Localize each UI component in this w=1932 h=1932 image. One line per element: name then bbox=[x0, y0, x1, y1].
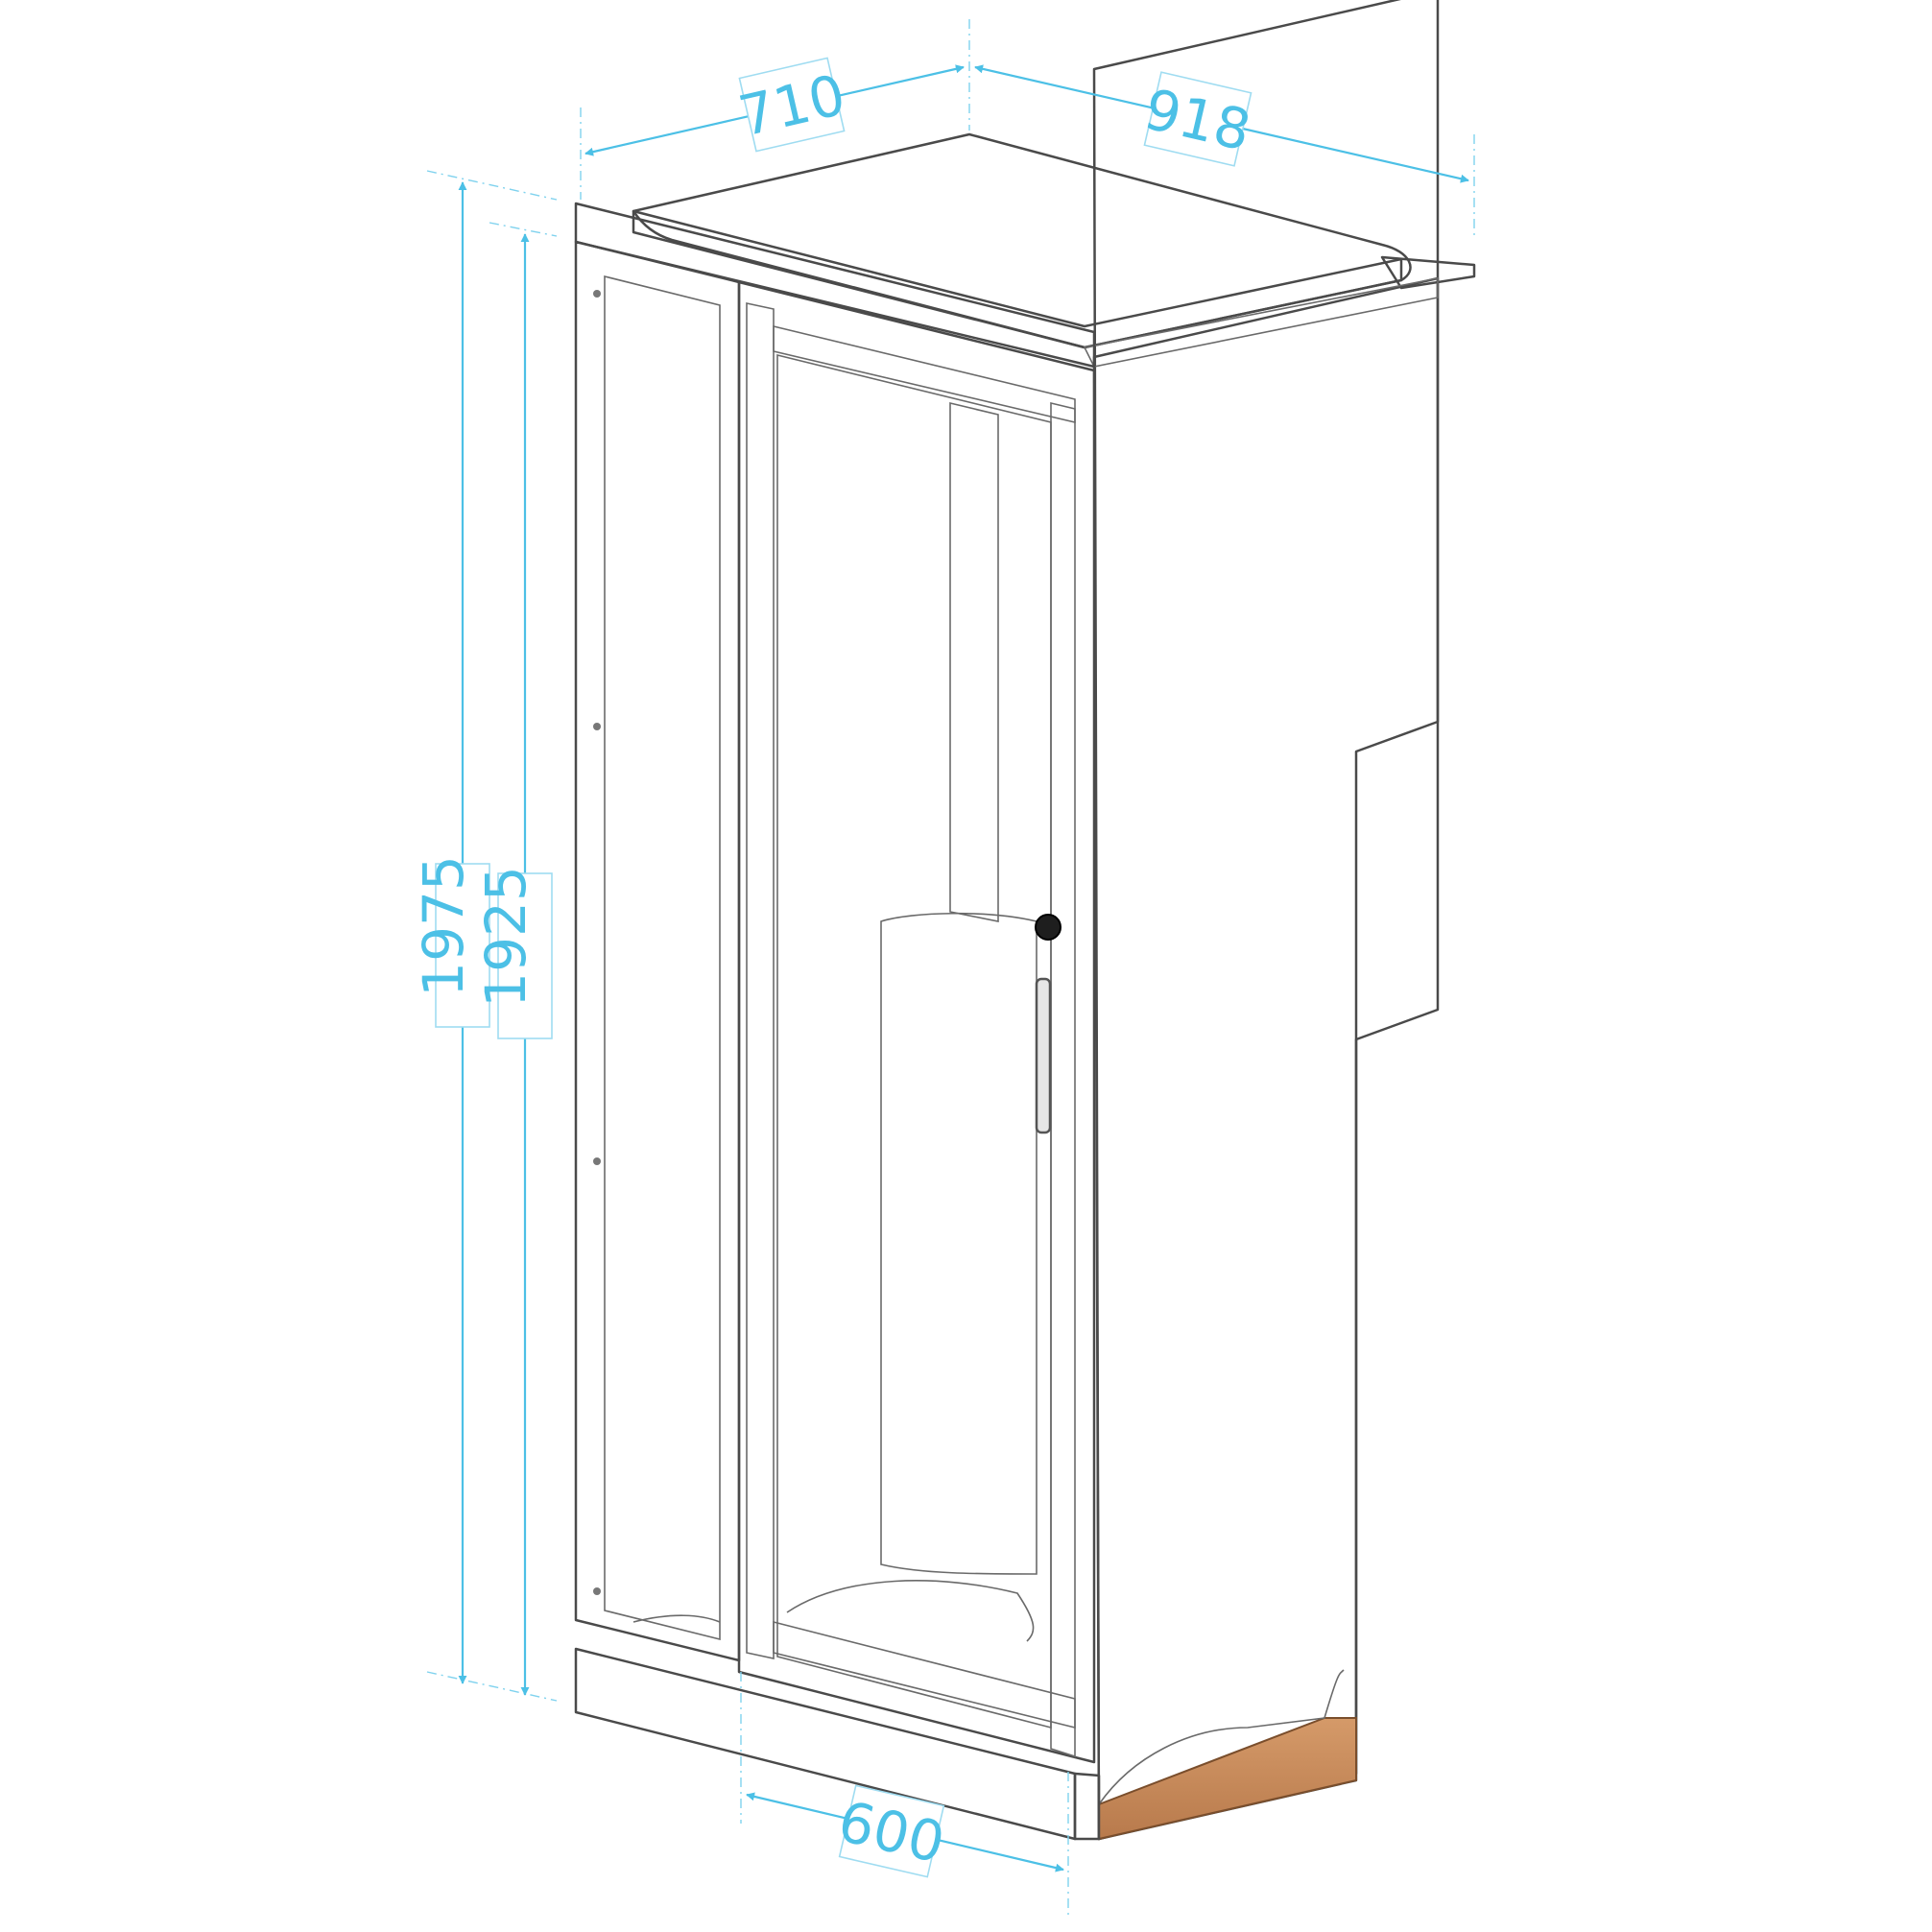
base-tub-curve bbox=[1098, 1669, 1345, 1805]
front-header bbox=[574, 202, 1096, 369]
hinge-screw-top bbox=[593, 290, 601, 298]
door-stile-left bbox=[746, 302, 775, 1659]
left-glass-panel bbox=[604, 274, 721, 1641]
front-plinth-side bbox=[1073, 1772, 1101, 1841]
door-frame-outer bbox=[737, 280, 1096, 1764]
dim-box-inner-height bbox=[497, 872, 553, 1039]
dim-label-inner-height: 1925 bbox=[473, 866, 538, 1008]
interior-corner bbox=[949, 401, 999, 922]
door-stile-right bbox=[1050, 401, 1076, 1758]
door-glass bbox=[776, 353, 1052, 1729]
dim-label-height: 1975 bbox=[411, 855, 476, 997]
roof-edge bbox=[632, 209, 1403, 349]
ext-line-height-bottom bbox=[426, 1671, 558, 1702]
dim-box-height bbox=[435, 863, 490, 1028]
side-wall bbox=[1092, 0, 1440, 1841]
front-plinth bbox=[574, 1647, 1077, 1841]
dim-box-door bbox=[838, 1784, 945, 1878]
dim-box-width bbox=[1143, 71, 1252, 167]
ext-line-inner-top bbox=[489, 222, 558, 237]
ext-line-height-top bbox=[426, 170, 558, 201]
roof-soffit bbox=[1083, 277, 1439, 368]
left-frame-outer bbox=[574, 240, 741, 1662]
door-bottom-rail bbox=[773, 1620, 1076, 1729]
hinge-screw-bottom bbox=[593, 1587, 601, 1595]
interior-tray-curve bbox=[786, 1580, 1035, 1642]
dimension-layer: 710 918 1975 1925 600 bbox=[411, 19, 1475, 1918]
dim-label-door: 600 bbox=[832, 1788, 950, 1875]
wooden-base bbox=[1098, 1717, 1357, 1841]
door-handle[interactable] bbox=[1035, 977, 1052, 1134]
roof-lip bbox=[1380, 255, 1476, 290]
cabin-body bbox=[574, 0, 1476, 1841]
dim-box-depth bbox=[738, 57, 846, 153]
hinge-screw-low bbox=[593, 1157, 601, 1165]
door-top-rail bbox=[773, 324, 1076, 424]
door-knob[interactable] bbox=[1035, 914, 1061, 941]
interior-seat bbox=[880, 912, 1038, 1575]
side-wall-panel bbox=[1092, 276, 1440, 1841]
interior-left-tray bbox=[632, 1614, 721, 1623]
hinge-screw-mid bbox=[593, 723, 601, 730]
